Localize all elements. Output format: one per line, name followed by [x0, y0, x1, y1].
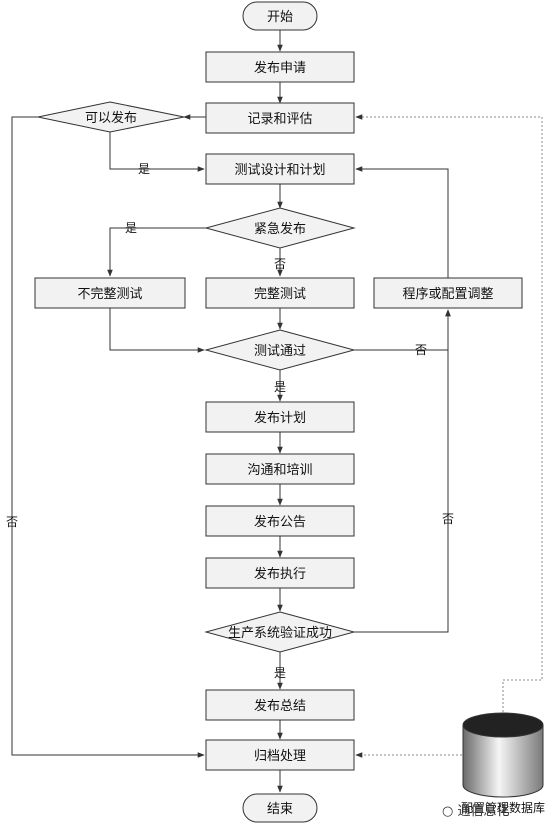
- edge-pass-no: [354, 309, 451, 351]
- svg-text:发布总结: 发布总结: [254, 698, 306, 714]
- record-evaluate-box: 记录和评估: [205, 102, 355, 134]
- urgent-release-decision: 紧急发布: [204, 207, 356, 249]
- prod-verify-decision: 生产系统验证成功: [204, 611, 356, 653]
- svg-text:开始: 开始: [267, 10, 293, 25]
- svg-text:记录和评估: 记录和评估: [247, 112, 312, 127]
- label-pass-no: 否: [415, 343, 427, 357]
- edge-adjust-design: [355, 166, 449, 278]
- watermark: ○ 通信息化: [442, 804, 510, 819]
- svg-text:可以发布: 可以发布: [85, 110, 137, 126]
- start-node: 开始: [242, 1, 318, 31]
- svg-text:沟通和培训: 沟通和培训: [247, 462, 312, 478]
- test-pass-decision: 测试通过: [204, 329, 356, 371]
- svg-text:不完整测试: 不完整测试: [77, 287, 142, 302]
- incomplete-test-box: 不完整测试: [34, 277, 186, 309]
- svg-text:发布执行: 发布执行: [254, 566, 306, 582]
- archive-box: 归档处理: [205, 739, 355, 771]
- label-pass-yes: 是: [274, 380, 286, 394]
- database-cylinder: 配置管理数据库: [461, 712, 545, 815]
- edge-canrelease-yes: [109, 132, 205, 172]
- svg-text:测试通过: 测试通过: [254, 344, 306, 359]
- label-canrelease-yes: 是: [138, 162, 150, 176]
- can-release-decision: 可以发布: [37, 101, 185, 133]
- edge-canrelease-no: [11, 116, 205, 758]
- svg-text:发布申请: 发布申请: [254, 60, 306, 76]
- svg-text:程序或配置调整: 程序或配置调整: [402, 287, 493, 302]
- svg-text:完整测试: 完整测试: [254, 287, 306, 302]
- complete-test-box: 完整测试: [205, 277, 355, 309]
- svg-text:测试设计和计划: 测试设计和计划: [234, 163, 325, 178]
- label-canrelease-no: 否: [6, 515, 18, 529]
- edge-incomplete-pass: [109, 308, 205, 353]
- test-design-box: 测试设计和计划: [205, 153, 355, 185]
- release-plan-box: 发布计划: [205, 401, 355, 433]
- edge-urgent-yes: [107, 227, 206, 277]
- svg-text:发布计划: 发布计划: [254, 410, 306, 426]
- label-urgent-yes: 是: [125, 221, 137, 235]
- edge-db-record: [355, 114, 543, 712]
- label-urgent-no: 否: [274, 257, 286, 271]
- end-node: 结束: [242, 793, 318, 823]
- communicate-train-box: 沟通和培训: [205, 453, 355, 485]
- svg-text:生产系统验证成功: 生产系统验证成功: [228, 625, 332, 641]
- label-verify-no: 否: [442, 512, 454, 526]
- svg-text:紧急发布: 紧急发布: [254, 221, 306, 237]
- svg-text:配置管理数据库: 配置管理数据库: [461, 800, 545, 815]
- program-adjust-box: 程序或配置调整: [373, 277, 523, 309]
- release-summary-box: 发布总结: [205, 689, 355, 721]
- release-request-box: 发布申请: [205, 51, 355, 83]
- svg-text:归档处理: 归档处理: [254, 749, 306, 764]
- release-notice-box: 发布公告: [205, 505, 355, 537]
- svg-text:结束: 结束: [267, 802, 293, 817]
- label-verify-yes: 是: [274, 666, 286, 680]
- edge-verify-no: [354, 309, 451, 633]
- release-execute-box: 发布执行: [205, 557, 355, 589]
- svg-text:发布公告: 发布公告: [254, 514, 306, 530]
